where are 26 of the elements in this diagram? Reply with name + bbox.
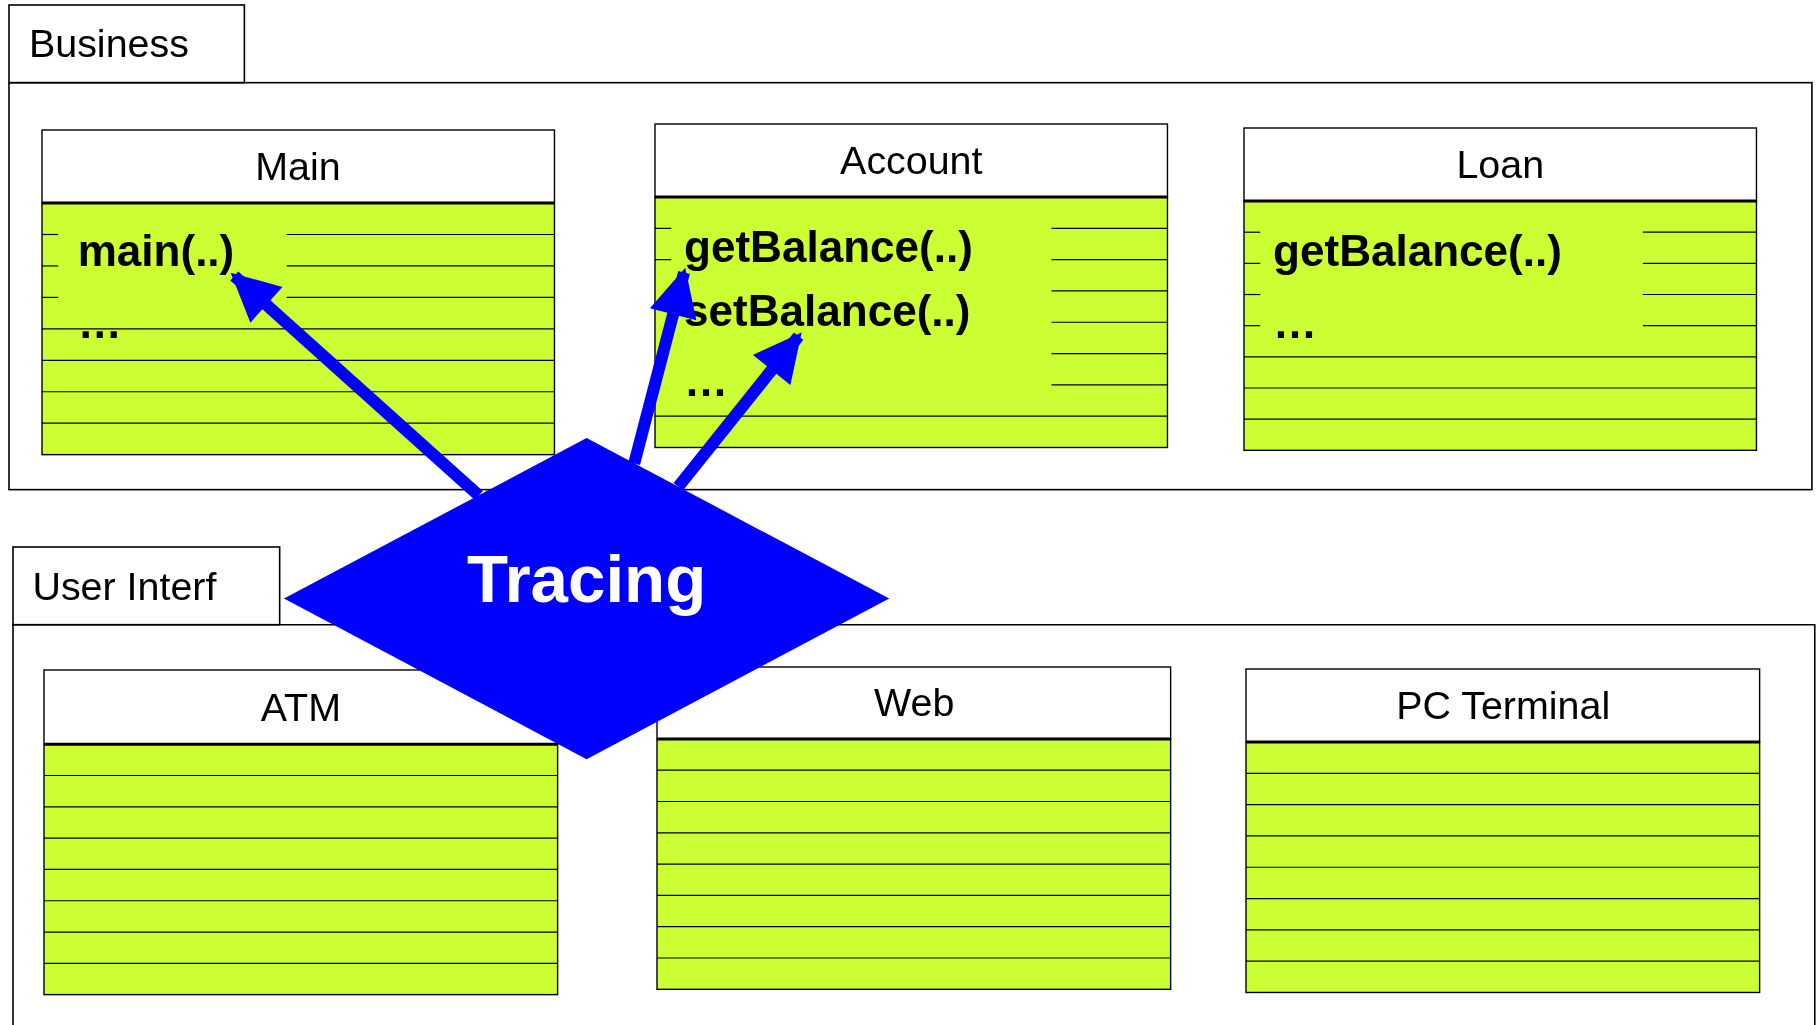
class-box [41, 129, 555, 455]
diamond-label: Tracing [466, 540, 708, 619]
class-box [44, 670, 558, 995]
class-box [1244, 127, 1757, 450]
ellipsis-text: … [684, 354, 729, 406]
arrow [673, 332, 804, 491]
method-name: getBalance(..) [684, 221, 973, 273]
class-name: Web [873, 679, 956, 726]
package-frame [9, 4, 1813, 490]
method-name: setBalance(..) [684, 285, 971, 337]
ellipsis-text: … [77, 296, 122, 348]
package-name: Business [28, 20, 189, 67]
method-name: getBalance(..) [1273, 224, 1562, 276]
package-name: User Interf [32, 562, 217, 610]
package-frame [12, 547, 1815, 1025]
class-name: Account [839, 137, 984, 184]
class-name: Loan [1455, 140, 1546, 188]
arrow [628, 267, 697, 465]
class-name: Main [254, 143, 342, 190]
class-name: PC Terminal [1395, 682, 1612, 729]
method-name: main(..) [77, 224, 235, 276]
class-box [655, 124, 1168, 448]
class-box [1246, 669, 1760, 993]
class-name: ATM [259, 684, 342, 731]
class-box [657, 666, 1171, 989]
ellipsis-text: … [1273, 296, 1318, 348]
